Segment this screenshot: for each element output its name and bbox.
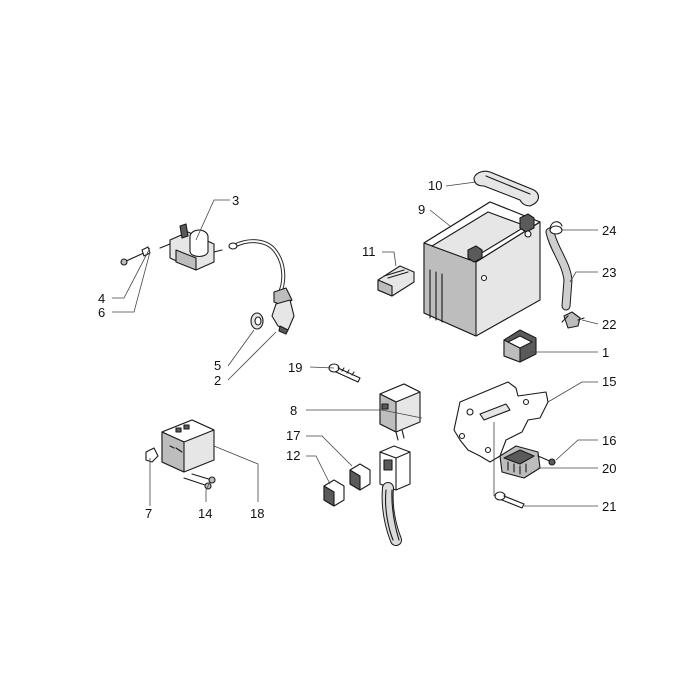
callout-22: 22 [602,317,616,332]
rectifier-screw [537,455,556,466]
breather-tube [545,227,573,311]
callout-19: 19 [288,360,302,375]
callout-20: 20 [602,461,616,476]
callout-9: 9 [418,202,425,217]
regulator-screw [328,363,361,383]
callout-8: 8 [290,403,297,418]
battery-pad [377,265,415,297]
ignition-coil [159,223,223,271]
bracket-bolt [494,491,525,509]
callout-14: 14 [198,506,212,521]
callout-5: 5 [214,358,221,373]
callout-18: 18 [250,506,264,521]
spark-plug-lead [228,239,295,335]
mounting-bracket [453,381,549,463]
rubber-pad [503,329,537,363]
callout-1: 1 [602,345,609,360]
callout-labels: 3 4 6 5 2 10 9 11 24 23 22 1 15 19 8 17 … [98,178,616,521]
callout-10: 10 [428,178,442,193]
connector-cable [379,445,411,546]
retaining-clip [561,311,585,329]
callout-17: 17 [286,428,300,443]
callout-15: 15 [602,374,616,389]
voltage-regulator [379,383,421,441]
callout-24: 24 [602,223,616,238]
callout-4: 4 [98,291,105,306]
callout-6: 6 [98,305,105,320]
callout-21: 21 [602,499,616,514]
callout-23: 23 [602,265,616,280]
callout-16: 16 [602,433,616,448]
callout-3: 3 [232,193,239,208]
mounting-clip [145,447,159,463]
battery [423,201,541,337]
hose-clip [549,221,563,235]
callout-12: 12 [286,448,300,463]
callout-2: 2 [214,373,221,388]
cdi-unit [161,419,215,473]
callout-11: 11 [362,244,376,259]
callout-7: 7 [145,506,152,521]
grommet [250,312,264,330]
fuse-block-17 [349,463,371,491]
leader-lines [112,181,599,507]
cdi-screws [183,473,216,490]
fuse-block-12 [323,479,345,507]
battery-strap [473,170,540,207]
rectifier [499,445,541,479]
